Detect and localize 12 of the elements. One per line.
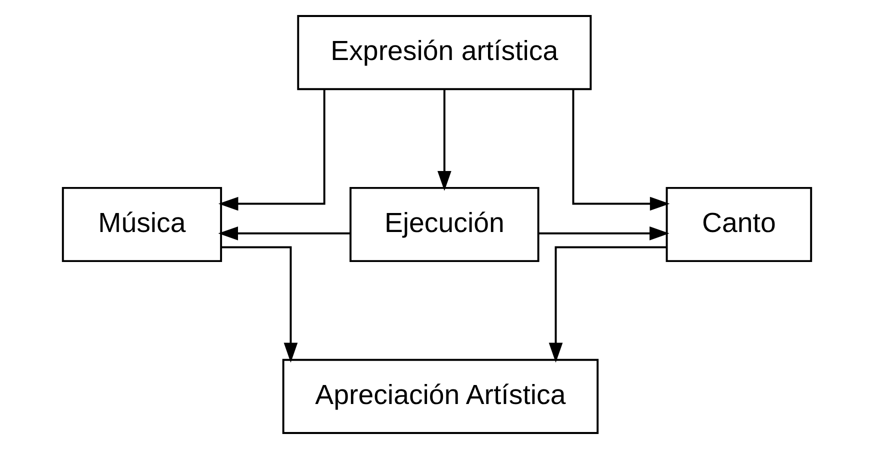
arrow	[221, 246, 298, 363]
arrow	[572, 89, 670, 211]
node-box: Canto	[665, 186, 812, 262]
arrow	[218, 89, 325, 211]
node-box: Apreciación Artística	[282, 358, 598, 434]
arrow	[218, 226, 350, 240]
node-box: Música	[61, 186, 222, 262]
arrow	[548, 246, 666, 363]
node-box: Ejecución	[349, 186, 539, 262]
node-box: Expresión artística	[296, 14, 592, 90]
arrow	[436, 90, 451, 191]
arrow	[538, 226, 669, 240]
